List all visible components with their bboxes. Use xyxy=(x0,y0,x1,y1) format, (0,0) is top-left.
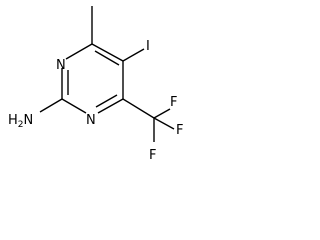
bond-cf3 xyxy=(122,98,155,119)
atom-f1: F xyxy=(170,95,177,110)
atom-f2: F xyxy=(176,123,183,138)
atom-amino: H2N xyxy=(8,113,33,130)
bond-f-right xyxy=(153,117,175,130)
bond-c4-c5 xyxy=(91,43,124,62)
bond-amino xyxy=(39,98,63,113)
atom-f3: F xyxy=(149,148,156,163)
structure-diagram: N N I H2N F F F xyxy=(8,6,183,163)
atom-iodine: I xyxy=(146,39,150,54)
bond-f-top xyxy=(153,108,171,119)
bond-c6-n-bottom-inner xyxy=(95,94,118,108)
bond-n-top-c4 xyxy=(65,43,93,60)
atom-n-top: N xyxy=(56,58,66,73)
bond-c4-c5-inner xyxy=(94,50,120,66)
bond-c6-n-bottom xyxy=(97,98,124,114)
bond-n-bottom-c2 xyxy=(61,98,87,114)
atom-n-bottom: N xyxy=(86,113,96,128)
bond-iodine xyxy=(122,48,145,62)
